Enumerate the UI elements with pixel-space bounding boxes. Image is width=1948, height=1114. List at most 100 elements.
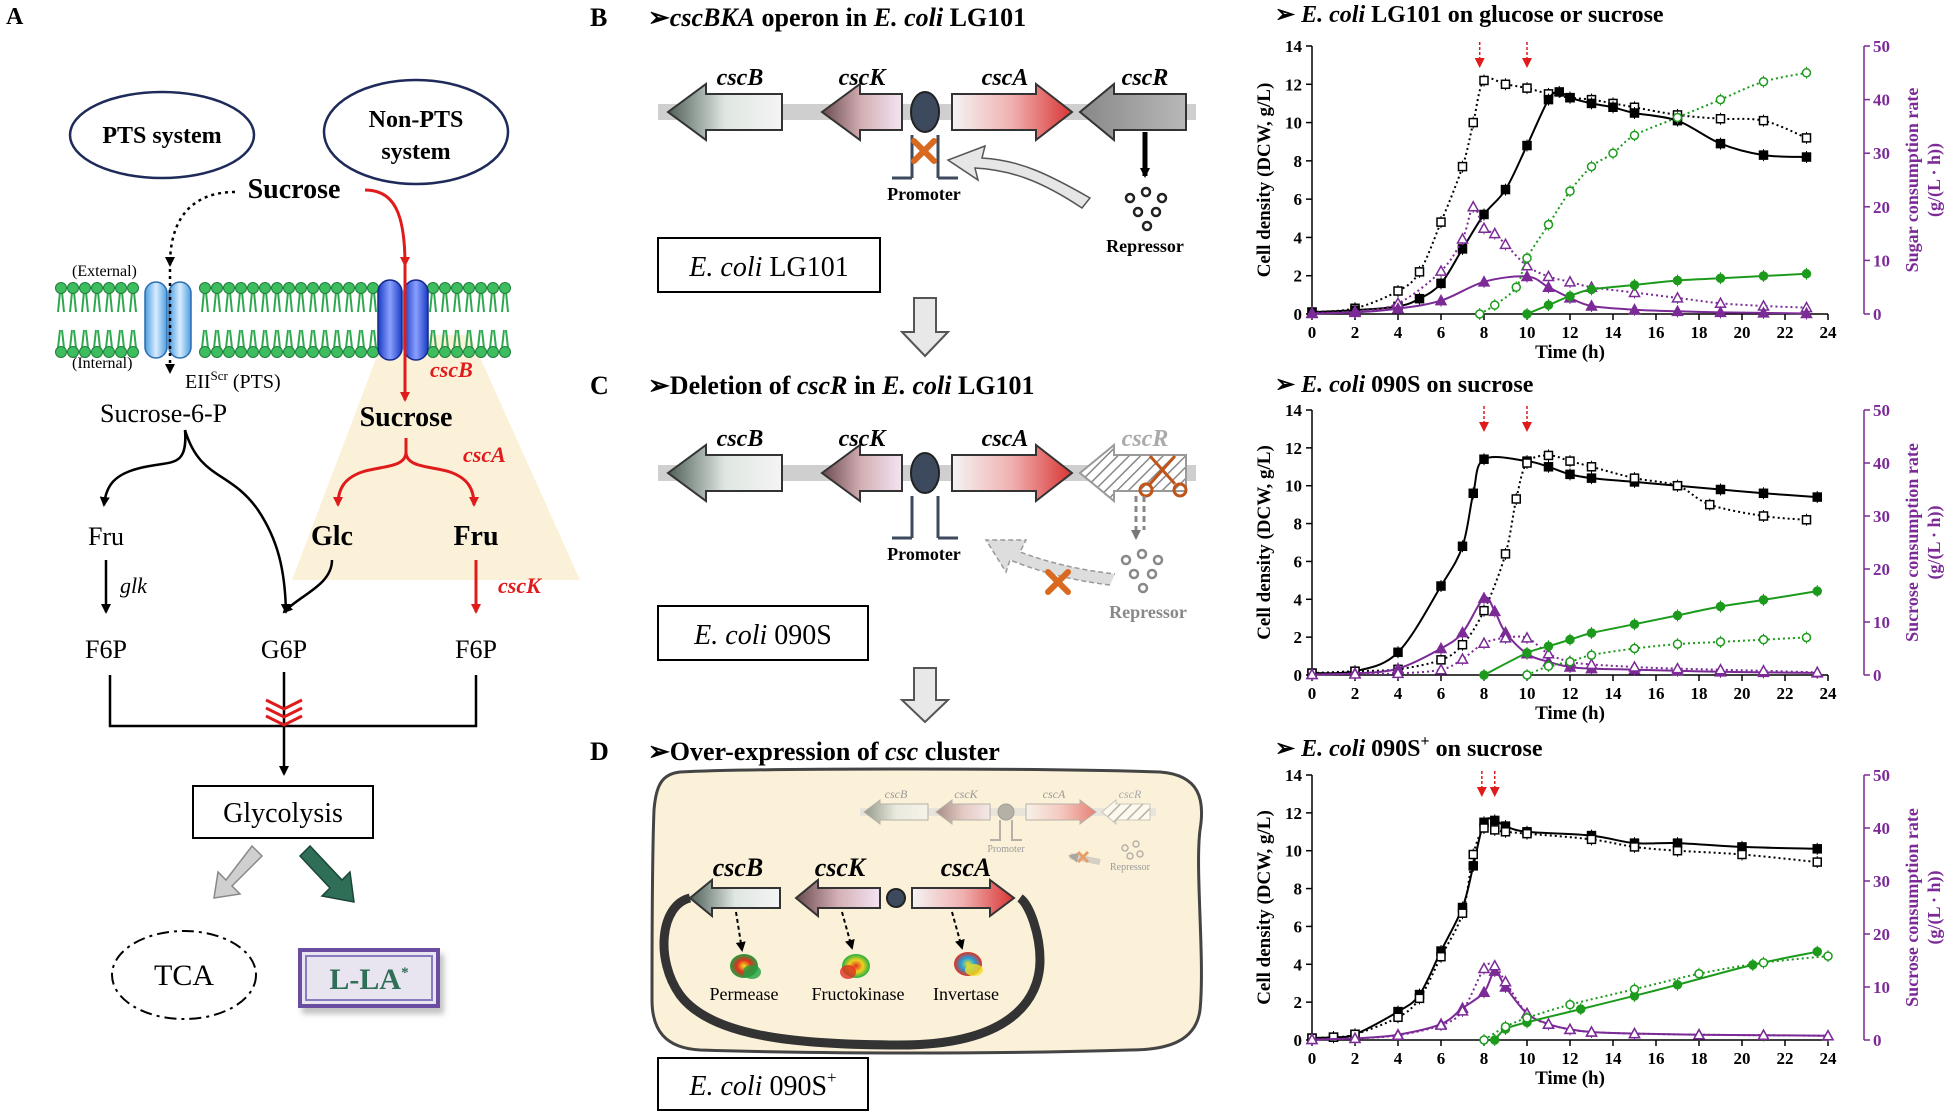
series-5: [1479, 585, 1822, 681]
x-tick-label: 14: [1605, 1049, 1623, 1068]
data-point: [1500, 79, 1511, 90]
data-point: [1672, 845, 1683, 856]
operator-c: [910, 452, 940, 494]
data-point: [1479, 605, 1489, 616]
data-point: [1436, 217, 1446, 227]
x-tick-label: 22: [1777, 684, 1794, 703]
g6p-label: G6P: [261, 635, 307, 664]
pts-system-label: PTS system: [102, 123, 221, 149]
beige-wedge: [292, 335, 580, 580]
data-point: [1565, 634, 1575, 645]
pts-uptake-arrow: [165, 190, 236, 267]
data-point: [1500, 1022, 1511, 1032]
strain-box-090s-plus: [657, 1057, 869, 1111]
plasmid-gene-cscb: [688, 877, 781, 919]
data-point: [1586, 161, 1597, 172]
data-point: [1511, 494, 1521, 504]
y-axis-label: Cell density (DCW, g/L): [1254, 445, 1275, 640]
data-point: [1543, 661, 1554, 671]
data-point: [1758, 511, 1769, 521]
s6p-arrow-g6p: [183, 429, 291, 614]
panel-c-title: ➢Deletion of cscR in E. coli LG101: [648, 371, 1035, 400]
gene-csca-b: [951, 81, 1074, 143]
eii-scr-label: EIIScr (PTS): [185, 368, 281, 393]
data-point: [1586, 834, 1597, 845]
data-point: [1586, 98, 1597, 109]
x-tick-label: 8: [1480, 684, 1489, 703]
data-point: [1434, 663, 1448, 675]
data-point: [1348, 667, 1362, 679]
data-point: [1585, 657, 1598, 670]
data-point: [1543, 300, 1554, 310]
x-tick-label: 10: [1519, 684, 1536, 703]
data-point: [1812, 844, 1822, 854]
data-point: [1434, 264, 1448, 276]
x-tick-label: 4: [1394, 1049, 1403, 1068]
s6p-arrow-fru: [99, 429, 187, 507]
series-6: [1522, 267, 1812, 320]
data-point: [1522, 140, 1532, 151]
series-4: [1305, 959, 1835, 1046]
y2-tick-label: 20: [1873, 198, 1890, 217]
series-2: [1307, 449, 1812, 680]
data-point: [1479, 75, 1489, 86]
csck-label: cscK: [498, 573, 542, 598]
y-tick-label: 14: [1285, 37, 1303, 56]
data-point: [1436, 581, 1446, 591]
strain-box-090s: [657, 605, 869, 661]
data-point: [1479, 454, 1489, 464]
data-point: [1436, 278, 1446, 289]
data-point: [1585, 299, 1598, 311]
data-point: [1500, 827, 1511, 837]
y-tick-label: 6: [1294, 552, 1303, 571]
mini-gene-cscb: cscB: [885, 787, 908, 801]
charts-column: ➢ E. coli LG101 on glucose or sucrose024…: [1254, 2, 1945, 1089]
data-point: [1477, 636, 1491, 648]
gene-cscb-c: [666, 443, 783, 503]
y-axis-label: Cell density (DCW, g/L): [1254, 810, 1275, 1005]
y2-axis-unit: (g/(L · h)): [1924, 505, 1945, 579]
l-la-label: L-LA*: [329, 963, 408, 996]
data-point: [1468, 117, 1478, 128]
y2-tick-label: 40: [1873, 454, 1890, 473]
data-point: [1520, 259, 1534, 271]
data-point: [1801, 68, 1812, 78]
y2-tick-label: 30: [1873, 872, 1890, 891]
gene-label-csca-b: cscA: [982, 65, 1029, 91]
csca-label: cscA: [463, 442, 506, 467]
repressor-label-b: Repressor: [1106, 236, 1184, 256]
series-6: [1479, 950, 1833, 1046]
data-point: [1466, 200, 1480, 212]
x-tick-label: 24: [1820, 323, 1838, 342]
data-point: [1391, 666, 1405, 679]
data-point: [1565, 186, 1575, 196]
y-tick-label: 10: [1285, 477, 1302, 496]
y2-tick-label: 20: [1873, 560, 1890, 579]
data-point: [1821, 1029, 1835, 1041]
data-point: [1565, 469, 1575, 480]
expr-arrow-fructokinase: [841, 911, 855, 950]
data-point: [1477, 221, 1491, 233]
data-point: [1522, 670, 1532, 680]
data-point: [1586, 284, 1597, 295]
data-point: [1672, 112, 1683, 123]
data-point: [1522, 458, 1532, 468]
y-tick-label: 2: [1294, 267, 1303, 286]
data-point: [1457, 639, 1468, 650]
y-tick-label: 0: [1294, 1031, 1303, 1050]
data-point: [1456, 626, 1469, 638]
data-point: [1608, 148, 1618, 158]
data-point: [1715, 273, 1726, 284]
x-tick-label: 0: [1308, 323, 1317, 342]
data-point: [1629, 643, 1640, 654]
data-point: [1479, 209, 1489, 220]
plasmid-gene-csck: [794, 877, 881, 919]
pts-transporter-icon: [144, 281, 192, 359]
non-pts-system-ellipse: [322, 78, 510, 186]
data-point: [1715, 94, 1726, 105]
scissors-icon: [1138, 455, 1188, 498]
mini-promoter-label: Promoter: [987, 844, 1025, 855]
data-point: [1479, 670, 1489, 680]
glycolysis-box: [192, 785, 374, 839]
y-tick-label: 12: [1285, 75, 1302, 94]
